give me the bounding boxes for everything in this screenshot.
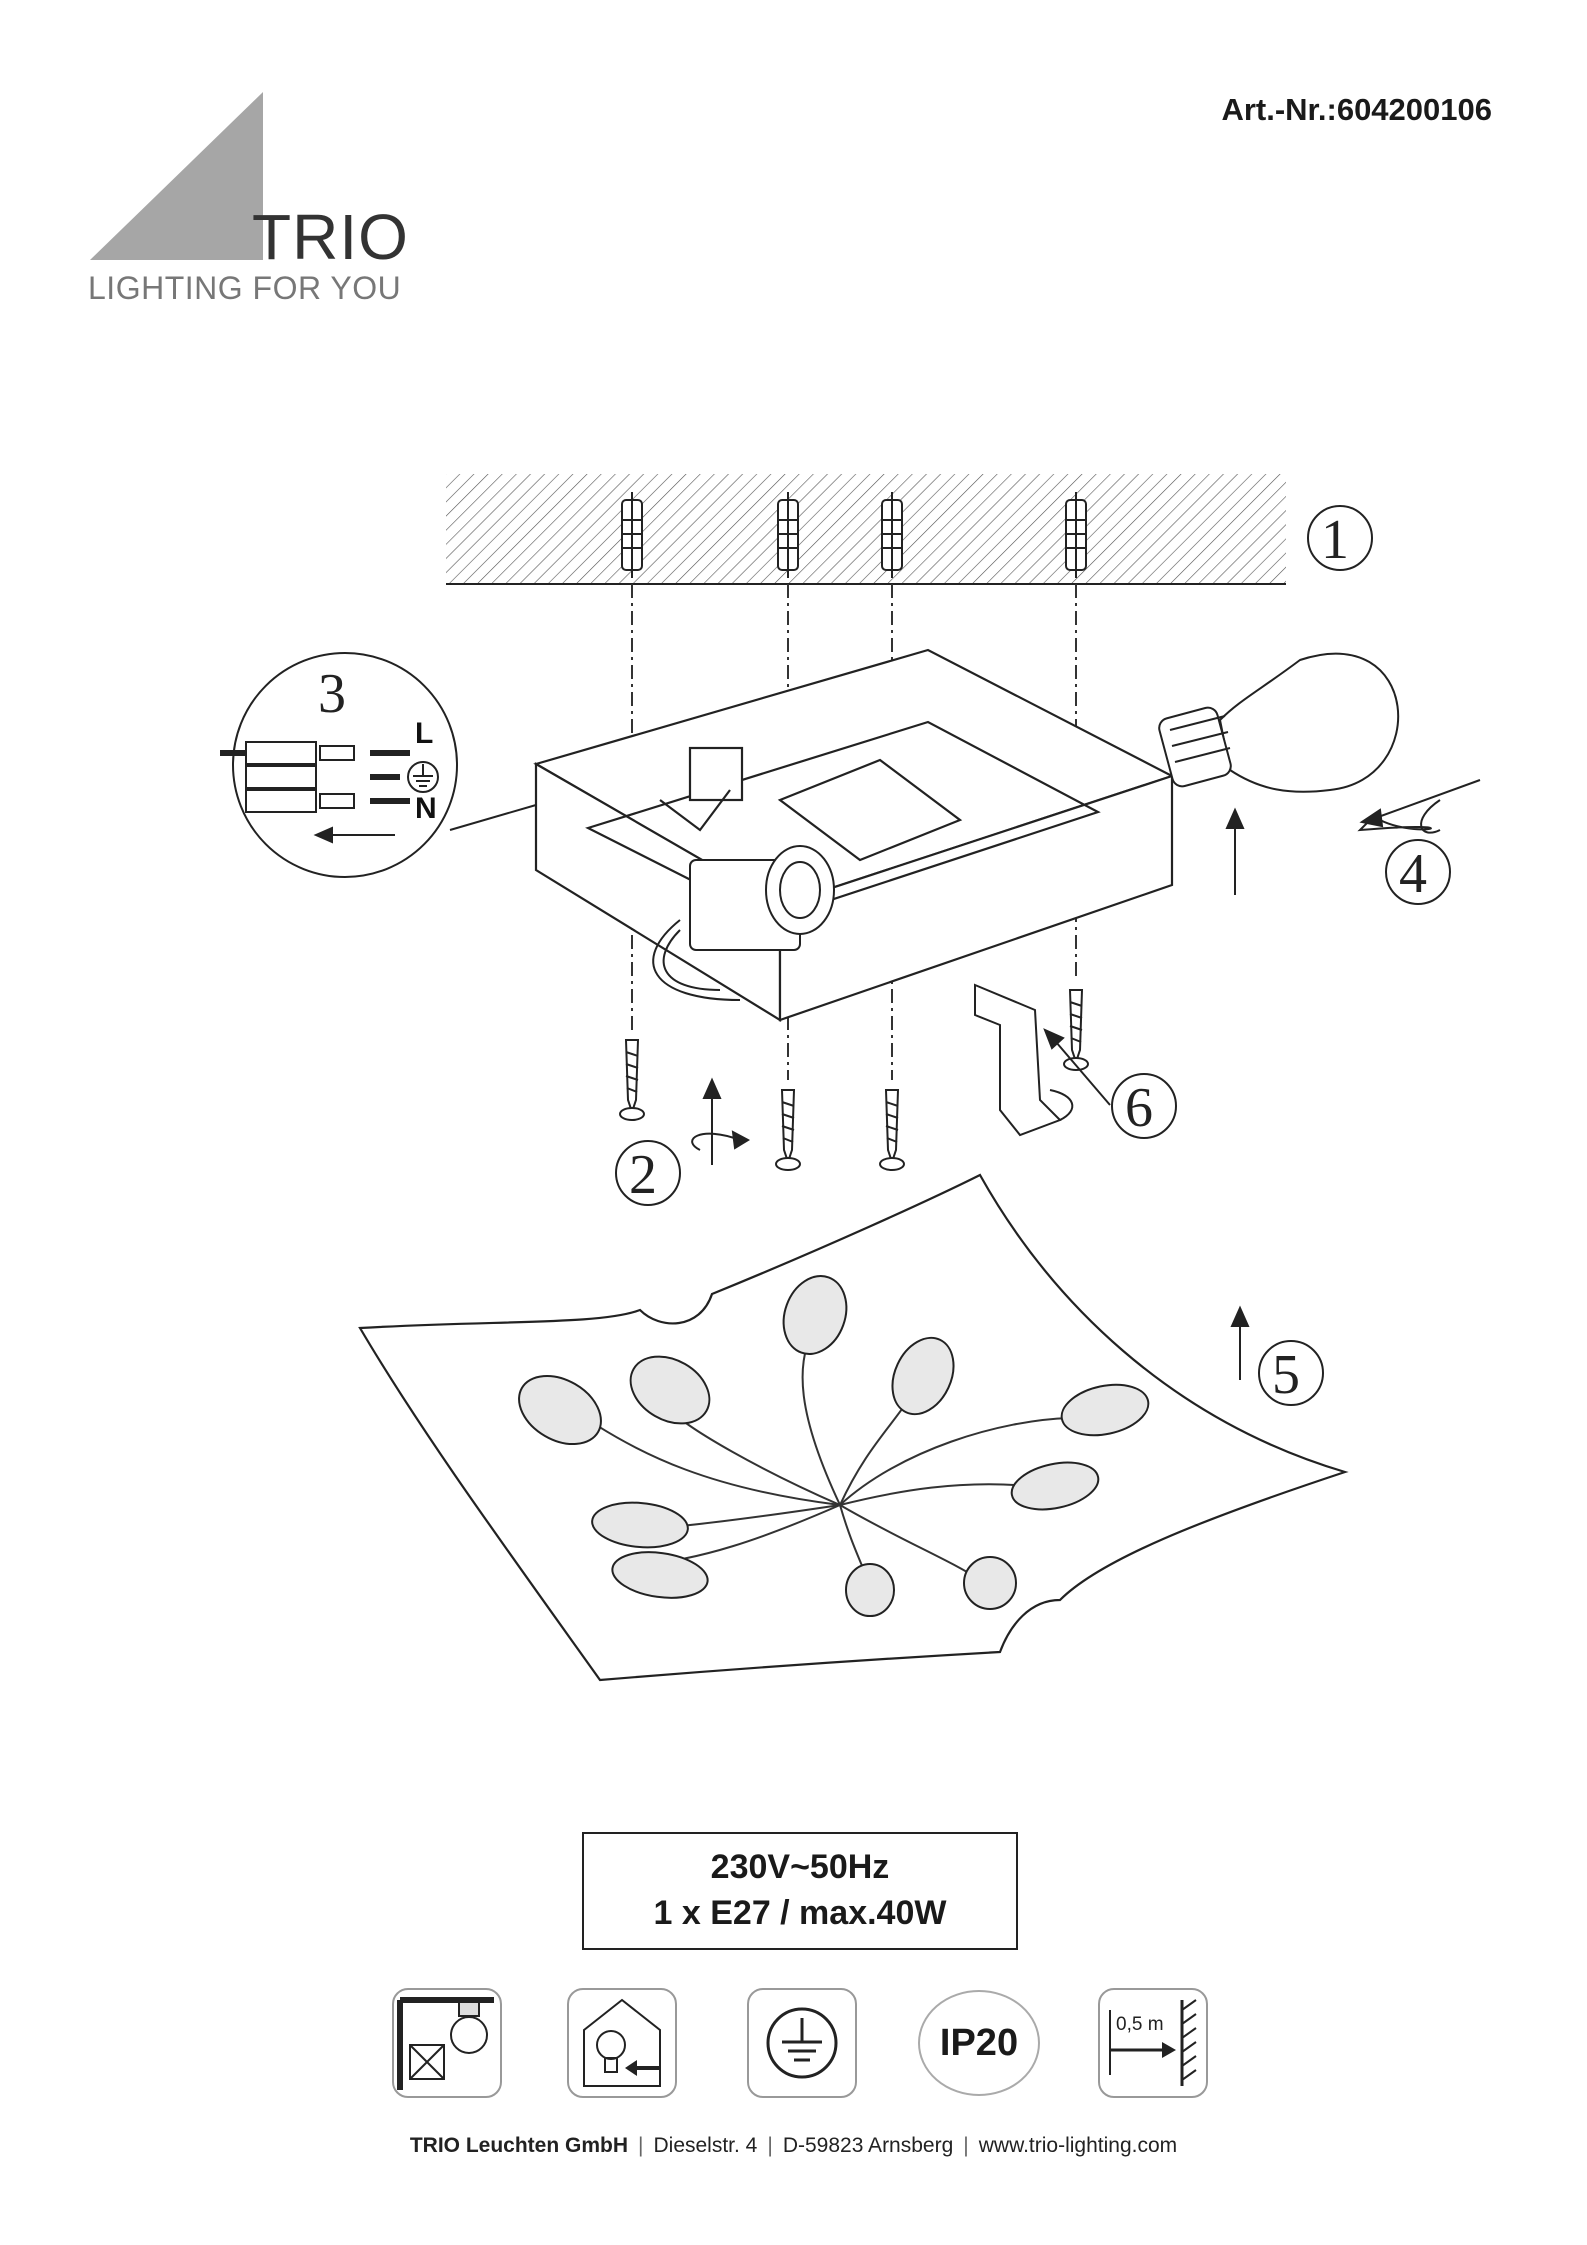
assembly-diagram: 3 L N 1 2 4 5 6 <box>0 0 1587 1800</box>
step-5-label: 5 <box>1272 1344 1300 1406</box>
company-name: TRIO Leuchten GmbH <box>410 2134 628 2157</box>
step-1-label: 1 <box>1321 509 1349 571</box>
step-3-label: 3 <box>318 663 346 725</box>
spec-voltage: 230V~50Hz <box>584 1844 1016 1890</box>
step-6-label: 6 <box>1125 1077 1153 1139</box>
company-website[interactable]: www.trio-lighting.com <box>979 2134 1177 2157</box>
step-4-label: 4 <box>1399 843 1427 905</box>
bulb-replace-icon <box>567 1988 677 2098</box>
min-distance-label: 0,5 m <box>1116 2014 1164 2035</box>
ip-rating-label: IP20 <box>914 1988 1044 2098</box>
company-street: Dieselstr. 4 <box>653 2134 757 2157</box>
wire-label-neutral: N <box>415 792 437 825</box>
mounting-clip <box>975 985 1072 1135</box>
company-city: D-59823 Arnsberg <box>783 2134 953 2157</box>
protective-earth-icon <box>747 1988 857 2098</box>
wire-label-live: L <box>415 717 433 750</box>
step-2-label: 2 <box>629 1144 657 1206</box>
footer: TRIO Leuchten GmbH|Dieselstr. 4|D-59823 … <box>0 2134 1587 2158</box>
no-insulation-cover-icon <box>392 1988 502 2098</box>
min-distance-icon: 0,5 m <box>1098 1988 1208 2098</box>
light-bulb <box>1157 654 1398 792</box>
spec-bulb: 1 x E27 / max.40W <box>584 1890 1016 1936</box>
ceiling <box>446 474 1286 584</box>
wiring-detail <box>220 653 536 877</box>
electrical-specs: 230V~50Hz 1 x E27 / max.40W <box>582 1832 1018 1950</box>
